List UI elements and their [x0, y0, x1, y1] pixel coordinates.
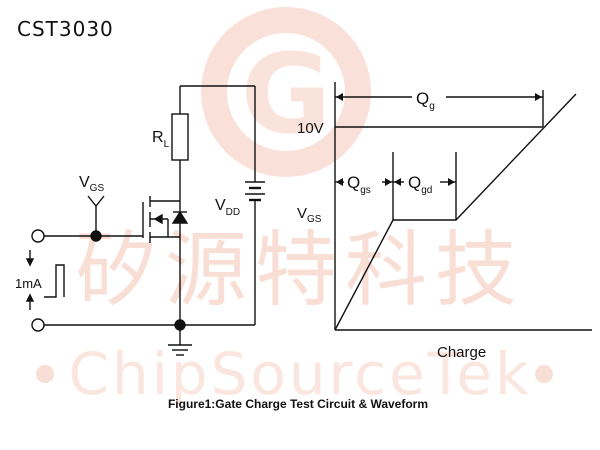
ground-terminal — [31, 318, 45, 332]
watermark-logo-ring — [201, 7, 371, 177]
current-label: 1mA — [15, 276, 42, 291]
10v-label: 10V — [297, 120, 324, 137]
qgs-label: Qgs — [347, 173, 371, 196]
qg-arrow-left — [336, 93, 343, 101]
qgd-arrow-right — [448, 178, 455, 186]
qgs-arrow-right — [385, 178, 392, 186]
gate-voltage-curve — [334, 93, 577, 331]
rl-label: RL — [152, 129, 170, 150]
body-arrow — [153, 213, 163, 225]
body-diode — [171, 210, 189, 224]
qg-label: Qg — [416, 89, 435, 112]
gate-terminal — [31, 229, 45, 243]
vgs-probe-tip — [87, 195, 105, 208]
watermark-dot-right — [535, 365, 553, 383]
vgs-axis-label: VGS — [297, 205, 322, 225]
x-axis-label: Charge — [437, 344, 486, 361]
vgs-label: VGS — [79, 174, 104, 194]
watermark-latin: ChipSourceTek — [68, 340, 531, 408]
qgs-arrow-left — [336, 178, 343, 186]
qg-arrow-right — [535, 93, 542, 101]
dimension-arrows — [336, 93, 542, 186]
current-pulse — [44, 264, 65, 298]
qgd-arrow-left — [394, 178, 401, 186]
test-circuit — [25, 85, 265, 356]
figure-caption: Figure1:Gate Charge Test Circuit & Wavef… — [168, 397, 428, 411]
pulse-dim-arrow-bottom — [25, 293, 35, 302]
load-resistor — [171, 113, 189, 161]
qgd-label: Qgd — [408, 173, 432, 196]
watermark-dot-left — [36, 365, 54, 383]
watermark-chinese: 矽源特科技 — [75, 223, 525, 318]
vdd-label: VDD — [215, 197, 240, 218]
part-number: CST3030 — [17, 17, 114, 41]
watermark: G 矽源特科技 ChipSourceTek — [36, 7, 553, 408]
watermark-logo-letter: G — [241, 30, 331, 158]
pulse-dim-arrow-top — [25, 258, 35, 267]
